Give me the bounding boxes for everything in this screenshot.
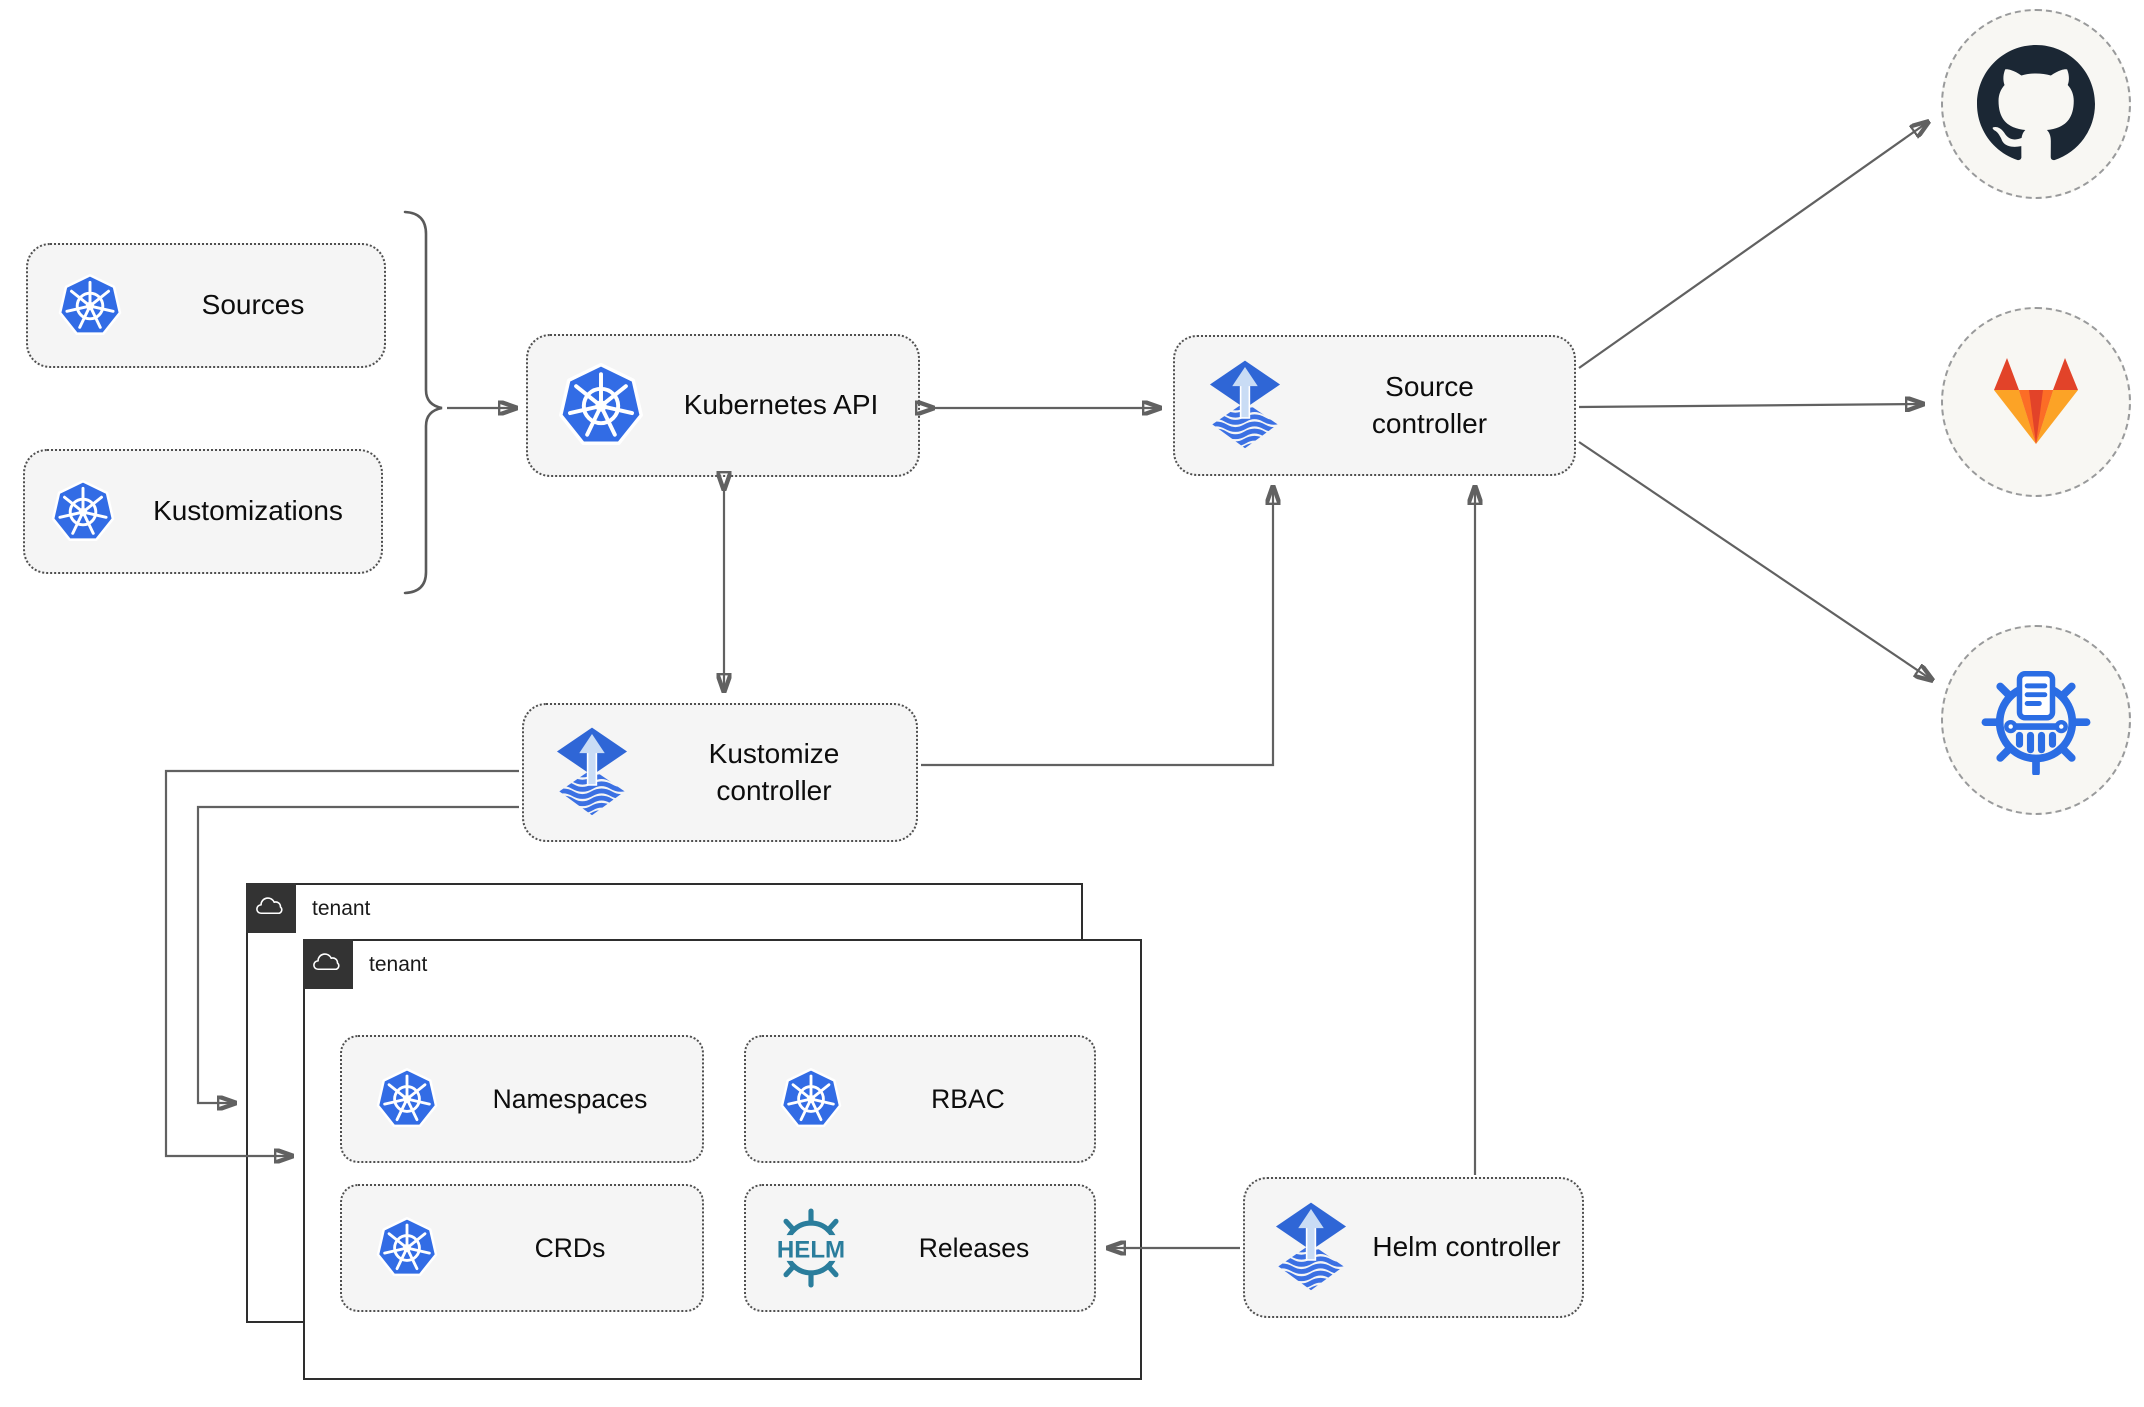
- tenant-front-tab: [302, 938, 353, 989]
- helm-repository-badge: [1941, 625, 2131, 815]
- kustomizations-label-text: Kustomizations: [153, 495, 343, 527]
- kustomizations-label: Kustomizations: [115, 493, 381, 529]
- kustomize-controller-label-text: Kustomize controller: [708, 738, 840, 806]
- kubernetes-api-label-text: Kubernetes API: [683, 389, 879, 421]
- crds-label-text: CRDs: [534, 1232, 606, 1263]
- kubernetes-api-node: Kubernetes API: [526, 334, 920, 477]
- kubernetes-icon: [558, 363, 644, 449]
- rbac-label-text: RBAC: [931, 1083, 1005, 1114]
- sources-group-brace: [403, 210, 443, 595]
- releases-label: Releases: [854, 1231, 1094, 1265]
- sources-label: Sources: [122, 287, 384, 323]
- kubernetes-icon: [376, 1217, 438, 1279]
- rbac-label: RBAC: [842, 1082, 1094, 1116]
- sources-node: Sources: [26, 243, 386, 368]
- edge-kustomize-controller-to-source-controller: [921, 487, 1273, 767]
- helm-controller-label-text: Helm controller: [1372, 1231, 1561, 1263]
- kubernetes-api-label: Kubernetes API: [644, 387, 918, 423]
- tenant-back-tab: [245, 882, 296, 933]
- kubernetes-icon: [780, 1068, 842, 1130]
- edge-source-controller-to-gitlab: [1578, 404, 1923, 407]
- kubernetes-icon: [51, 480, 115, 544]
- namespaces-label: Namespaces: [438, 1082, 702, 1116]
- source-controller-node: Source controller: [1173, 335, 1576, 476]
- kustomize-controller-node: Kustomize controller: [522, 703, 918, 842]
- github-icon: [1977, 45, 2095, 163]
- kubernetes-icon: [58, 274, 122, 338]
- tenant-back-label: tenant: [312, 897, 371, 920]
- gitlab-icon: [1986, 356, 2086, 448]
- namespaces-label-text: Namespaces: [492, 1083, 648, 1114]
- flux-icon: [1271, 1201, 1351, 1295]
- kustomizations-node: Kustomizations: [23, 449, 383, 574]
- cloud-icon: [312, 953, 344, 975]
- tenant-front-label: tenant: [369, 953, 428, 976]
- sources-label-text: Sources: [201, 289, 305, 321]
- helm-controller-node: Helm controller: [1243, 1177, 1584, 1318]
- source-controller-label: Source controller: [1285, 369, 1574, 442]
- helm-icon: HELM: [776, 1208, 846, 1288]
- kustomize-controller-label: Kustomize controller: [632, 736, 916, 809]
- helm-logo-text: HELM: [777, 1236, 845, 1263]
- flux-icon: [552, 726, 632, 820]
- crds-label: CRDs: [438, 1231, 702, 1265]
- namespaces-node: Namespaces: [340, 1035, 704, 1163]
- source-controller-label-text: Source controller: [1371, 371, 1488, 439]
- helm-controller-label: Helm controller: [1351, 1229, 1582, 1265]
- gitlab-badge: [1941, 307, 2131, 497]
- github-badge: [1941, 9, 2131, 199]
- chartmuseum-icon: [1981, 665, 2091, 775]
- edge-source-controller-to-github: [1578, 122, 1928, 369]
- edge-source-controller-to-helm-repository: [1578, 441, 1932, 680]
- releases-node: HELM Releases: [744, 1184, 1096, 1312]
- releases-label-text: Releases: [918, 1232, 1030, 1263]
- crds-node: CRDs: [340, 1184, 704, 1312]
- rbac-node: RBAC: [744, 1035, 1096, 1163]
- cloud-icon: [255, 897, 287, 919]
- kubernetes-icon: [376, 1068, 438, 1130]
- flux-icon: [1205, 359, 1285, 453]
